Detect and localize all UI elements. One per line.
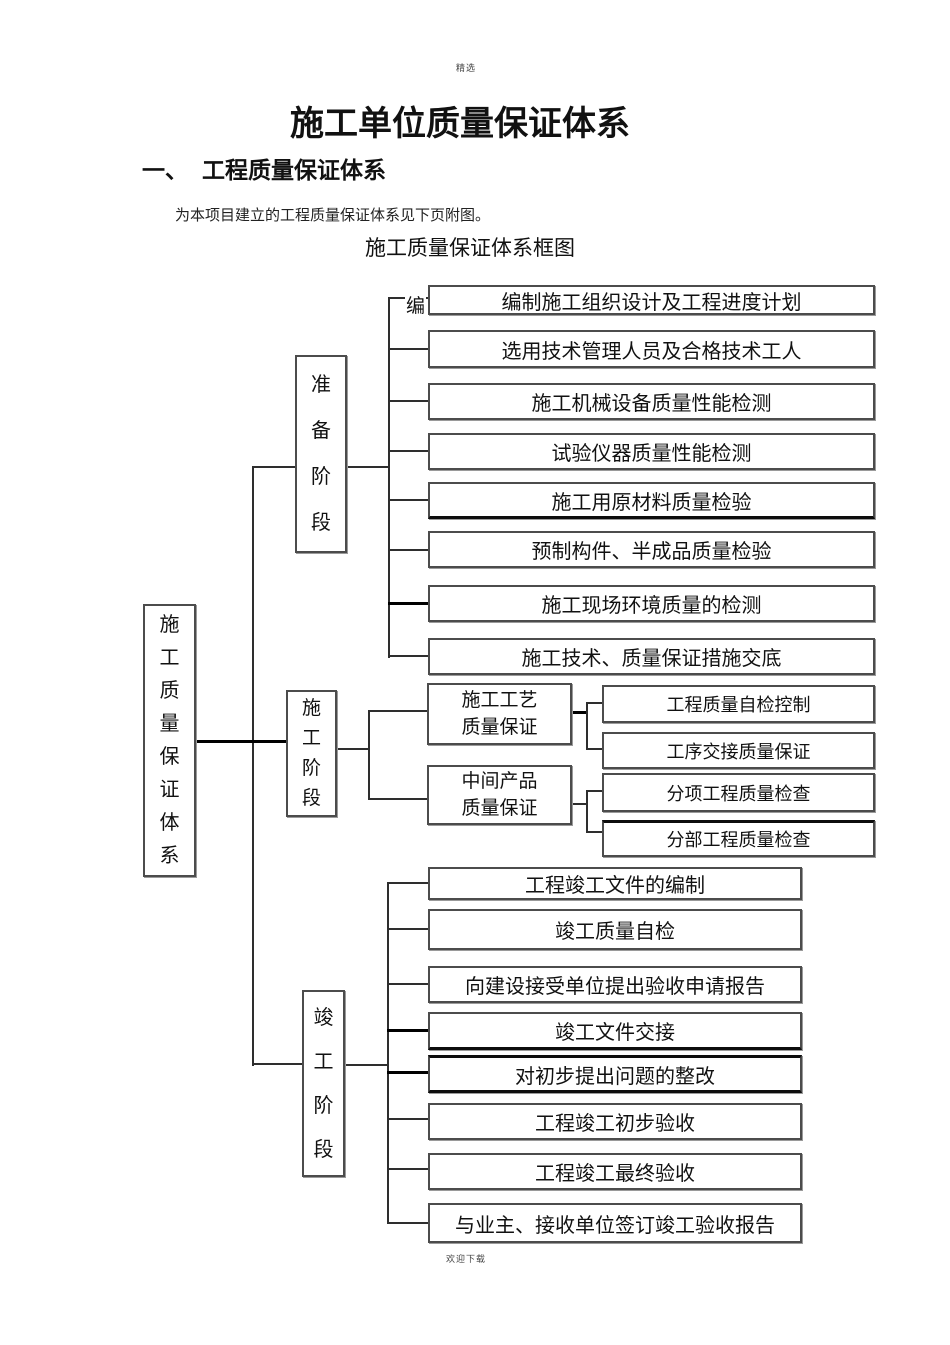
connector-line — [388, 450, 430, 452]
root-box-quality-system: 施 工 质 量 保 证 体 系 — [143, 604, 196, 877]
connector-line — [387, 882, 430, 884]
connector-line — [252, 466, 297, 468]
connector-line — [347, 466, 390, 468]
flow-box-complete-item: 工程竣工最终验收 — [428, 1153, 802, 1190]
connector-line — [337, 748, 370, 750]
flow-box-complete-item: 向建设接受单位提出验收申请报告 — [428, 966, 802, 1003]
stage-box-completion: 竣 工 阶 段 — [302, 990, 345, 1177]
connector-line — [388, 297, 390, 658]
connector-line — [572, 711, 588, 714]
section-number: 一、 — [142, 158, 188, 183]
flow-box-complete-item: 与业主、接收单位签订竣工验收报告 — [428, 1203, 802, 1243]
flow-box-complete-item: 竣工文件交接 — [428, 1012, 802, 1050]
flow-box-prepare-item: 试验仪器质量性能检测 — [428, 433, 875, 470]
connector-line — [252, 1063, 304, 1065]
figure-title: 施工质量保证体系框图 — [365, 236, 575, 260]
footer-watermark: 欢迎下载 — [446, 1254, 487, 1264]
connector-line — [387, 1071, 430, 1074]
connector-line — [388, 655, 430, 657]
connector-line — [252, 468, 254, 1066]
intro-paragraph: 为本项目建立的工程质量保证体系见下页附图。 — [175, 208, 491, 224]
connector-line — [586, 790, 604, 792]
connector-line — [572, 803, 588, 805]
connector-line — [196, 740, 288, 743]
connector-line — [388, 549, 430, 551]
flow-box-prepare-item: 选用技术管理人员及合格技术工人 — [428, 330, 875, 368]
flow-box-prepare-item: 编制施工组织设计及工程进度计划 — [428, 285, 875, 315]
flow-box-construct-item: 分项工程质量检查 — [602, 773, 875, 812]
connector-line — [387, 928, 430, 930]
flow-box-complete-item: 对初步提出问题的整改 — [428, 1055, 802, 1093]
connector-line — [586, 702, 588, 750]
flow-box-construct-item: 工序交接质量保证 — [602, 732, 875, 769]
stage-box-construction: 施 工 阶 段 — [286, 690, 337, 817]
connector-line — [368, 710, 429, 712]
connector-line — [586, 702, 604, 704]
connector-line — [345, 1064, 389, 1066]
connector-line — [387, 1222, 430, 1224]
header-watermark: 精选 — [456, 63, 477, 73]
connector-line — [387, 1029, 430, 1032]
flow-box-construct-group: 中间产品 质量保证 — [427, 765, 572, 825]
connector-line — [387, 882, 389, 1224]
connector-line — [387, 1168, 430, 1170]
connector-line — [368, 798, 429, 800]
flow-box-construct-item: 分部工程质量检查 — [602, 820, 875, 857]
connector-line — [388, 348, 430, 350]
stage-box-preparation: 准 备 阶 段 — [295, 355, 347, 553]
connector-line — [368, 710, 370, 800]
connector-line — [586, 748, 604, 750]
document-title: 施工单位质量保证体系 — [290, 106, 630, 143]
flow-box-complete-item: 工程竣工文件的编制 — [428, 867, 802, 900]
flow-box-construct-group: 施工工艺 质量保证 — [427, 683, 572, 745]
flow-box-prepare-item: 施工现场环境质量的检测 — [428, 585, 875, 622]
connector-line — [586, 790, 588, 833]
flow-box-prepare-item: 施工技术、质量保证措施交底 — [428, 638, 875, 675]
connector-line — [388, 400, 430, 402]
connector-line — [387, 1118, 430, 1120]
connector-line — [388, 499, 430, 501]
flow-box-prepare-item: 预制构件、半成品质量检验 — [428, 531, 875, 568]
stray-char: 编 — [405, 291, 427, 318]
connector-line — [586, 831, 604, 833]
section-heading: 一、工程质量保证体系 — [142, 151, 386, 185]
flow-box-complete-item: 工程竣工初步验收 — [428, 1103, 802, 1140]
connector-line — [388, 602, 430, 605]
section-title: 工程质量保证体系 — [202, 158, 386, 183]
flow-box-prepare-item: 施工用原材料质量检验 — [428, 482, 875, 519]
flow-box-construct-item: 工程质量自检控制 — [602, 685, 875, 723]
flow-box-complete-item: 竣工质量自检 — [428, 909, 802, 950]
connector-line — [387, 983, 430, 985]
flow-box-prepare-item: 施工机械设备质量性能检测 — [428, 383, 875, 420]
